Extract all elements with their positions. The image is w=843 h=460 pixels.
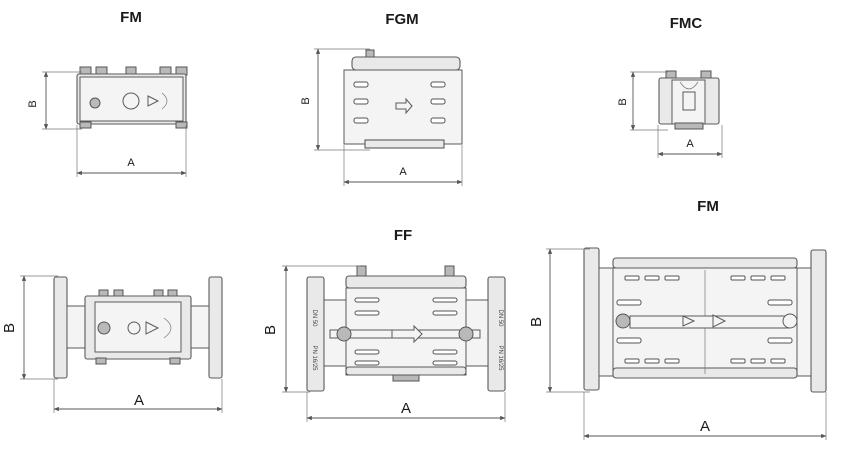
fm-small-dim-a: A xyxy=(76,125,187,177)
ff-flange-right-dn: DN 50 xyxy=(497,309,503,327)
ff-flange-left-pn: PN 16/25 xyxy=(311,345,317,371)
fm-flanged-dim-b: B xyxy=(1,275,58,380)
fm-flanged-dim-b-label: B xyxy=(1,323,18,333)
fm-small-title: FM xyxy=(120,9,142,26)
fmc-body xyxy=(658,70,720,130)
fmc-diagram: FMC B A xyxy=(617,15,723,158)
fm-flanged-body xyxy=(53,276,223,379)
fm-small-dim-b-label: B xyxy=(27,100,39,107)
ff-flange-left-dn: DN 50 xyxy=(311,309,317,327)
fmc-dim-a: A xyxy=(657,125,723,158)
fmc-dim-b-label: B xyxy=(617,98,629,105)
fm-flanged-diagram: B A xyxy=(1,275,223,413)
ff-dim-a-label: A xyxy=(401,400,411,417)
fm-small-dim-b: B xyxy=(27,71,82,130)
ff-flange-right-pn: PN 16/25 xyxy=(497,345,503,371)
ff-body xyxy=(306,265,506,392)
fm-large-body xyxy=(583,247,827,393)
fgm-dim-a: A xyxy=(343,145,463,186)
fgm-dim-b: B xyxy=(300,48,370,151)
ff-dim-b-label: B xyxy=(262,325,279,335)
fm-small-body xyxy=(76,66,188,129)
ff-dim-b: B xyxy=(262,265,360,393)
fgm-diagram: FGM B A xyxy=(300,11,463,186)
fm-large-diagram: FM xyxy=(528,198,827,440)
fmc-dim-b: B xyxy=(617,71,668,131)
fm-small-dim-a-label: A xyxy=(127,157,135,169)
fmc-dim-a-label: A xyxy=(686,138,694,150)
fm-large-title: FM xyxy=(697,198,719,215)
fm-large-dim-b: B xyxy=(528,248,590,393)
fm-large-dim-a: A xyxy=(583,392,827,440)
fgm-dim-b-label: B xyxy=(300,97,312,104)
ff-dim-a: A xyxy=(306,392,506,422)
fm-flanged-dim-a: A xyxy=(53,379,223,413)
ff-diagram: FF DN 50 PN 16/25 DN 50 xyxy=(262,227,506,422)
fm-small-diagram: FM B A xyxy=(27,9,188,177)
fm-flanged-dim-a-label: A xyxy=(134,392,144,409)
fgm-body xyxy=(343,49,463,149)
fgm-title: FGM xyxy=(385,11,418,28)
fm-large-dim-b-label: B xyxy=(528,317,545,327)
fm-large-dim-a-label: A xyxy=(700,418,710,435)
fmc-title: FMC xyxy=(670,15,703,32)
fgm-dim-a-label: A xyxy=(399,166,407,178)
ff-title: FF xyxy=(394,227,412,244)
